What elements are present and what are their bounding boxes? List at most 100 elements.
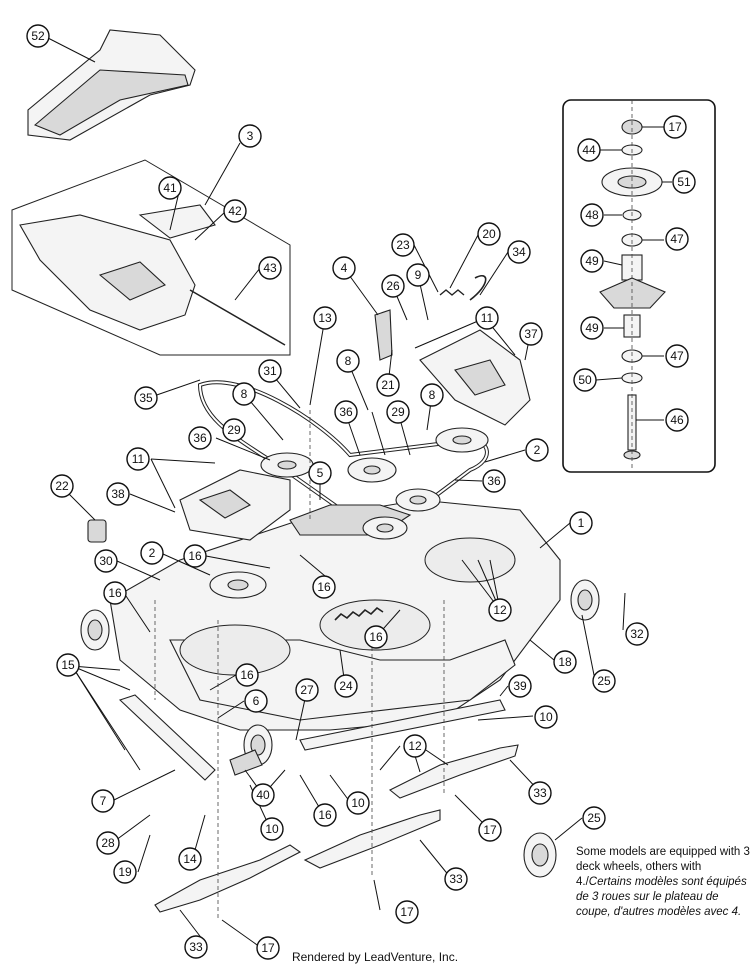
svg-text:16: 16 (188, 549, 202, 563)
callout-43: 43 (258, 256, 282, 280)
svg-text:8: 8 (345, 354, 352, 368)
svg-text:16: 16 (318, 808, 332, 822)
svg-text:23: 23 (396, 238, 410, 252)
callout-49-lower: 49 (580, 316, 604, 340)
callout-18: 18 (553, 650, 577, 674)
callout-36-c: 36 (482, 469, 506, 493)
fitting-22 (87, 519, 107, 543)
baffle-39 (299, 699, 506, 751)
note-english: Some models are equipped with 3 deck whe… (576, 846, 750, 888)
callout-36-b: 36 (188, 426, 212, 450)
spring-24 (334, 606, 384, 621)
svg-text:46: 46 (670, 413, 684, 427)
callout-38: 38 (106, 482, 130, 506)
callout-46: 46 (665, 408, 689, 432)
svg-text:17: 17 (261, 941, 275, 955)
callout-8-c: 8 (420, 383, 444, 407)
callout-51: 51 (672, 170, 696, 194)
callout-17-bottom: 17 (256, 936, 280, 960)
svg-text:32: 32 (630, 627, 644, 641)
spring-hook-34 (469, 275, 487, 301)
svg-text:30: 30 (99, 554, 113, 568)
svg-text:18: 18 (558, 655, 572, 669)
svg-text:27: 27 (300, 683, 314, 697)
svg-text:12: 12 (408, 739, 422, 753)
callout-24: 24 (334, 674, 358, 698)
callout-16-c: 16 (103, 581, 127, 605)
callout-22: 22 (50, 474, 74, 498)
svg-text:11: 11 (132, 452, 145, 466)
mower-blades-33 (154, 744, 519, 913)
callout-48: 48 (580, 203, 604, 227)
svg-text:16: 16 (108, 586, 122, 600)
callout-8-a: 8 (336, 349, 360, 373)
callout-37: 37 (519, 322, 543, 346)
svg-text:21: 21 (381, 378, 395, 392)
svg-text:13: 13 (318, 311, 332, 325)
callout-11-top: 11 (475, 306, 499, 330)
callout-39: 39 (508, 674, 532, 698)
svg-text:47: 47 (670, 349, 684, 363)
callout-52: 52 (26, 24, 50, 48)
svg-text:3: 3 (247, 129, 254, 143)
svg-text:8: 8 (241, 387, 248, 401)
callout-33-left: 33 (184, 935, 208, 959)
bracket-4 (374, 309, 393, 361)
svg-text:16: 16 (369, 630, 383, 644)
callout-41: 41 (158, 176, 182, 200)
callout-11-left: 11 (126, 447, 150, 471)
callout-36-a: 36 (334, 400, 358, 424)
callout-47-upper: 47 (665, 227, 689, 251)
svg-text:34: 34 (512, 245, 526, 259)
svg-text:11: 11 (481, 311, 494, 325)
callout-47-lower: 47 (665, 344, 689, 368)
svg-text:33: 33 (533, 786, 547, 800)
callout-31: 31 (258, 359, 282, 383)
callout-2-left: 2 (140, 541, 164, 565)
callout-44: 44 (577, 138, 601, 162)
callout-10-mid: 10 (346, 791, 370, 815)
callout-3: 3 (238, 124, 262, 148)
svg-text:35: 35 (139, 391, 153, 405)
callout-29-a: 29 (386, 400, 410, 424)
svg-text:10: 10 (539, 710, 553, 724)
callout-40: 40 (251, 783, 275, 807)
svg-text:33: 33 (189, 940, 203, 954)
callout-42: 42 (223, 199, 247, 223)
svg-text:44: 44 (582, 143, 596, 157)
callout-17-mid: 17 (478, 818, 502, 842)
callout-32: 32 (625, 622, 649, 646)
callout-50: 50 (573, 368, 597, 392)
inset-discharge-chute (11, 159, 291, 356)
svg-text:4: 4 (341, 261, 348, 275)
svg-text:22: 22 (55, 479, 69, 493)
svg-text:36: 36 (487, 474, 501, 488)
callout-29-b: 29 (222, 418, 246, 442)
svg-text:39: 39 (513, 679, 527, 693)
callout-25-right: 25 (592, 669, 616, 693)
svg-text:47: 47 (670, 232, 684, 246)
svg-text:51: 51 (677, 175, 691, 189)
callout-5: 5 (308, 461, 332, 485)
callout-16-b: 16 (312, 575, 336, 599)
callout-27: 27 (295, 678, 319, 702)
svg-text:28: 28 (101, 836, 115, 850)
svg-text:10: 10 (265, 822, 279, 836)
svg-text:37: 37 (524, 327, 538, 341)
callout-14: 14 (178, 847, 202, 871)
svg-text:24: 24 (339, 679, 353, 693)
svg-text:40: 40 (256, 788, 270, 802)
baffle-7 (118, 694, 216, 781)
svg-text:33: 33 (449, 872, 463, 886)
callout-25-lower: 25 (582, 806, 606, 830)
svg-text:52: 52 (31, 29, 45, 43)
callout-12-right: 12 (488, 598, 512, 622)
callout-28: 28 (96, 831, 120, 855)
svg-text:49: 49 (585, 321, 599, 335)
inset-spindle-assembly (562, 99, 716, 473)
svg-text:7: 7 (100, 794, 107, 808)
callout-34: 34 (507, 240, 531, 264)
svg-text:31: 31 (263, 364, 277, 378)
callout-33-right: 33 (528, 781, 552, 805)
